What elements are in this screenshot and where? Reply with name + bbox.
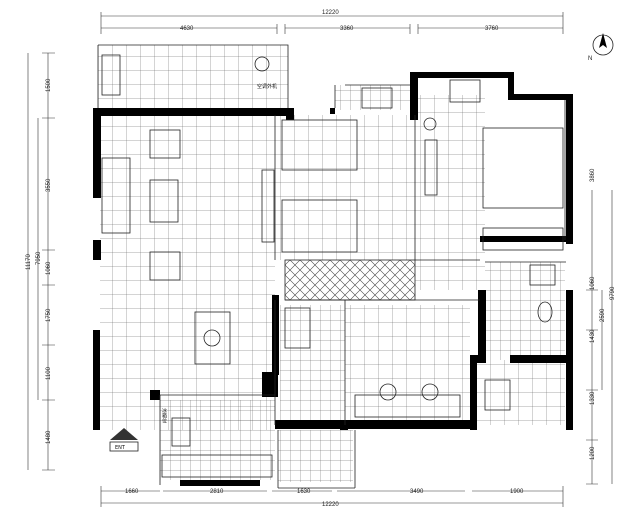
dim-bottom: 1900: [510, 489, 524, 495]
tv-cabinet: [261, 169, 275, 243]
dining-room-floor: [345, 305, 470, 425]
lounge-chair: [484, 379, 511, 411]
kitchen-floor: [160, 400, 275, 480]
dim-right: 1060: [590, 276, 596, 290]
desk: [424, 139, 438, 196]
plant: [423, 117, 437, 131]
fridge-label: 冰箱位: [161, 407, 167, 423]
dim-left: 1500: [46, 78, 52, 92]
partitions: [97, 44, 566, 489]
dim-left-total: 11170: [26, 254, 32, 270]
compass-north-label: N: [588, 56, 592, 62]
chair: [421, 383, 439, 401]
dim-bottom-total: 12220: [322, 502, 339, 508]
walls: [93, 72, 573, 486]
kitchen-counter: [161, 454, 273, 478]
entrance-label: ENT: [115, 445, 126, 451]
dim-top: 3760: [485, 26, 499, 32]
lounge-chair: [449, 79, 481, 103]
ac-unit-label: 空调外机: [257, 83, 277, 90]
bedroom-2-floor: [275, 115, 415, 260]
dimension-labels: 12220 4630 3360 3760 1660 2810 1630 3490…: [26, 10, 616, 508]
vanity: [284, 307, 311, 349]
plant: [203, 329, 221, 347]
dim-right: 1430: [590, 329, 596, 343]
plant: [254, 56, 270, 72]
dim-bottom: 3490: [410, 489, 424, 495]
dim-right-total: 9790: [610, 286, 616, 300]
dim-bottom: 1630: [297, 489, 311, 495]
dim-left-sub: 7950: [36, 251, 42, 265]
master-bedroom-floor: [415, 95, 485, 290]
master-bath-floor: [485, 262, 565, 360]
fridge: [171, 417, 191, 447]
armchair: [149, 129, 181, 159]
compass-icon: N: [588, 33, 614, 62]
dim-bottom: 1660: [125, 489, 139, 495]
corridor-hatch: [284, 259, 416, 301]
dimension-lines: [27, 12, 613, 507]
armchair: [149, 251, 181, 281]
dim-right: 1330: [590, 391, 596, 405]
bedroom-balcony-floor: [335, 85, 415, 110]
dim-right: 3860: [590, 168, 596, 182]
furniture: [101, 54, 564, 478]
entrance-marker: ENT: [109, 428, 139, 452]
dim-top-total: 12220: [322, 10, 339, 16]
dim-left: 1060: [46, 261, 52, 275]
living-room-floor: [100, 115, 275, 430]
sink: [529, 264, 556, 286]
bottom-balcony-floor: [278, 430, 353, 482]
coffee-table: [149, 179, 179, 223]
top-balcony-floor: [98, 45, 288, 109]
bathroom-floor: [280, 305, 345, 425]
dim-left: 3550: [46, 178, 52, 192]
master-bed: [482, 127, 564, 209]
washer: [101, 54, 121, 96]
bed-2a: [281, 119, 358, 171]
dim-right-sub: 2590: [600, 308, 606, 322]
cabinet: [354, 394, 461, 418]
toilet: [537, 301, 553, 323]
dim-left: 1750: [46, 308, 52, 322]
side-balcony-floor: [470, 360, 565, 425]
dining-table: [194, 311, 231, 365]
chair: [379, 383, 397, 401]
floor-tiles: [98, 45, 565, 482]
dim-top: 3360: [340, 26, 354, 32]
dim-top: 4630: [180, 26, 194, 32]
dim-left: 1100: [46, 366, 52, 380]
dim-left: 1480: [46, 430, 52, 444]
dim-bottom: 2810: [210, 489, 224, 495]
bed-2b: [281, 199, 358, 253]
dim-right: 1200: [590, 446, 596, 460]
wardrobe: [482, 227, 564, 251]
sofa: [101, 157, 131, 234]
lounge-chair: [361, 87, 393, 109]
